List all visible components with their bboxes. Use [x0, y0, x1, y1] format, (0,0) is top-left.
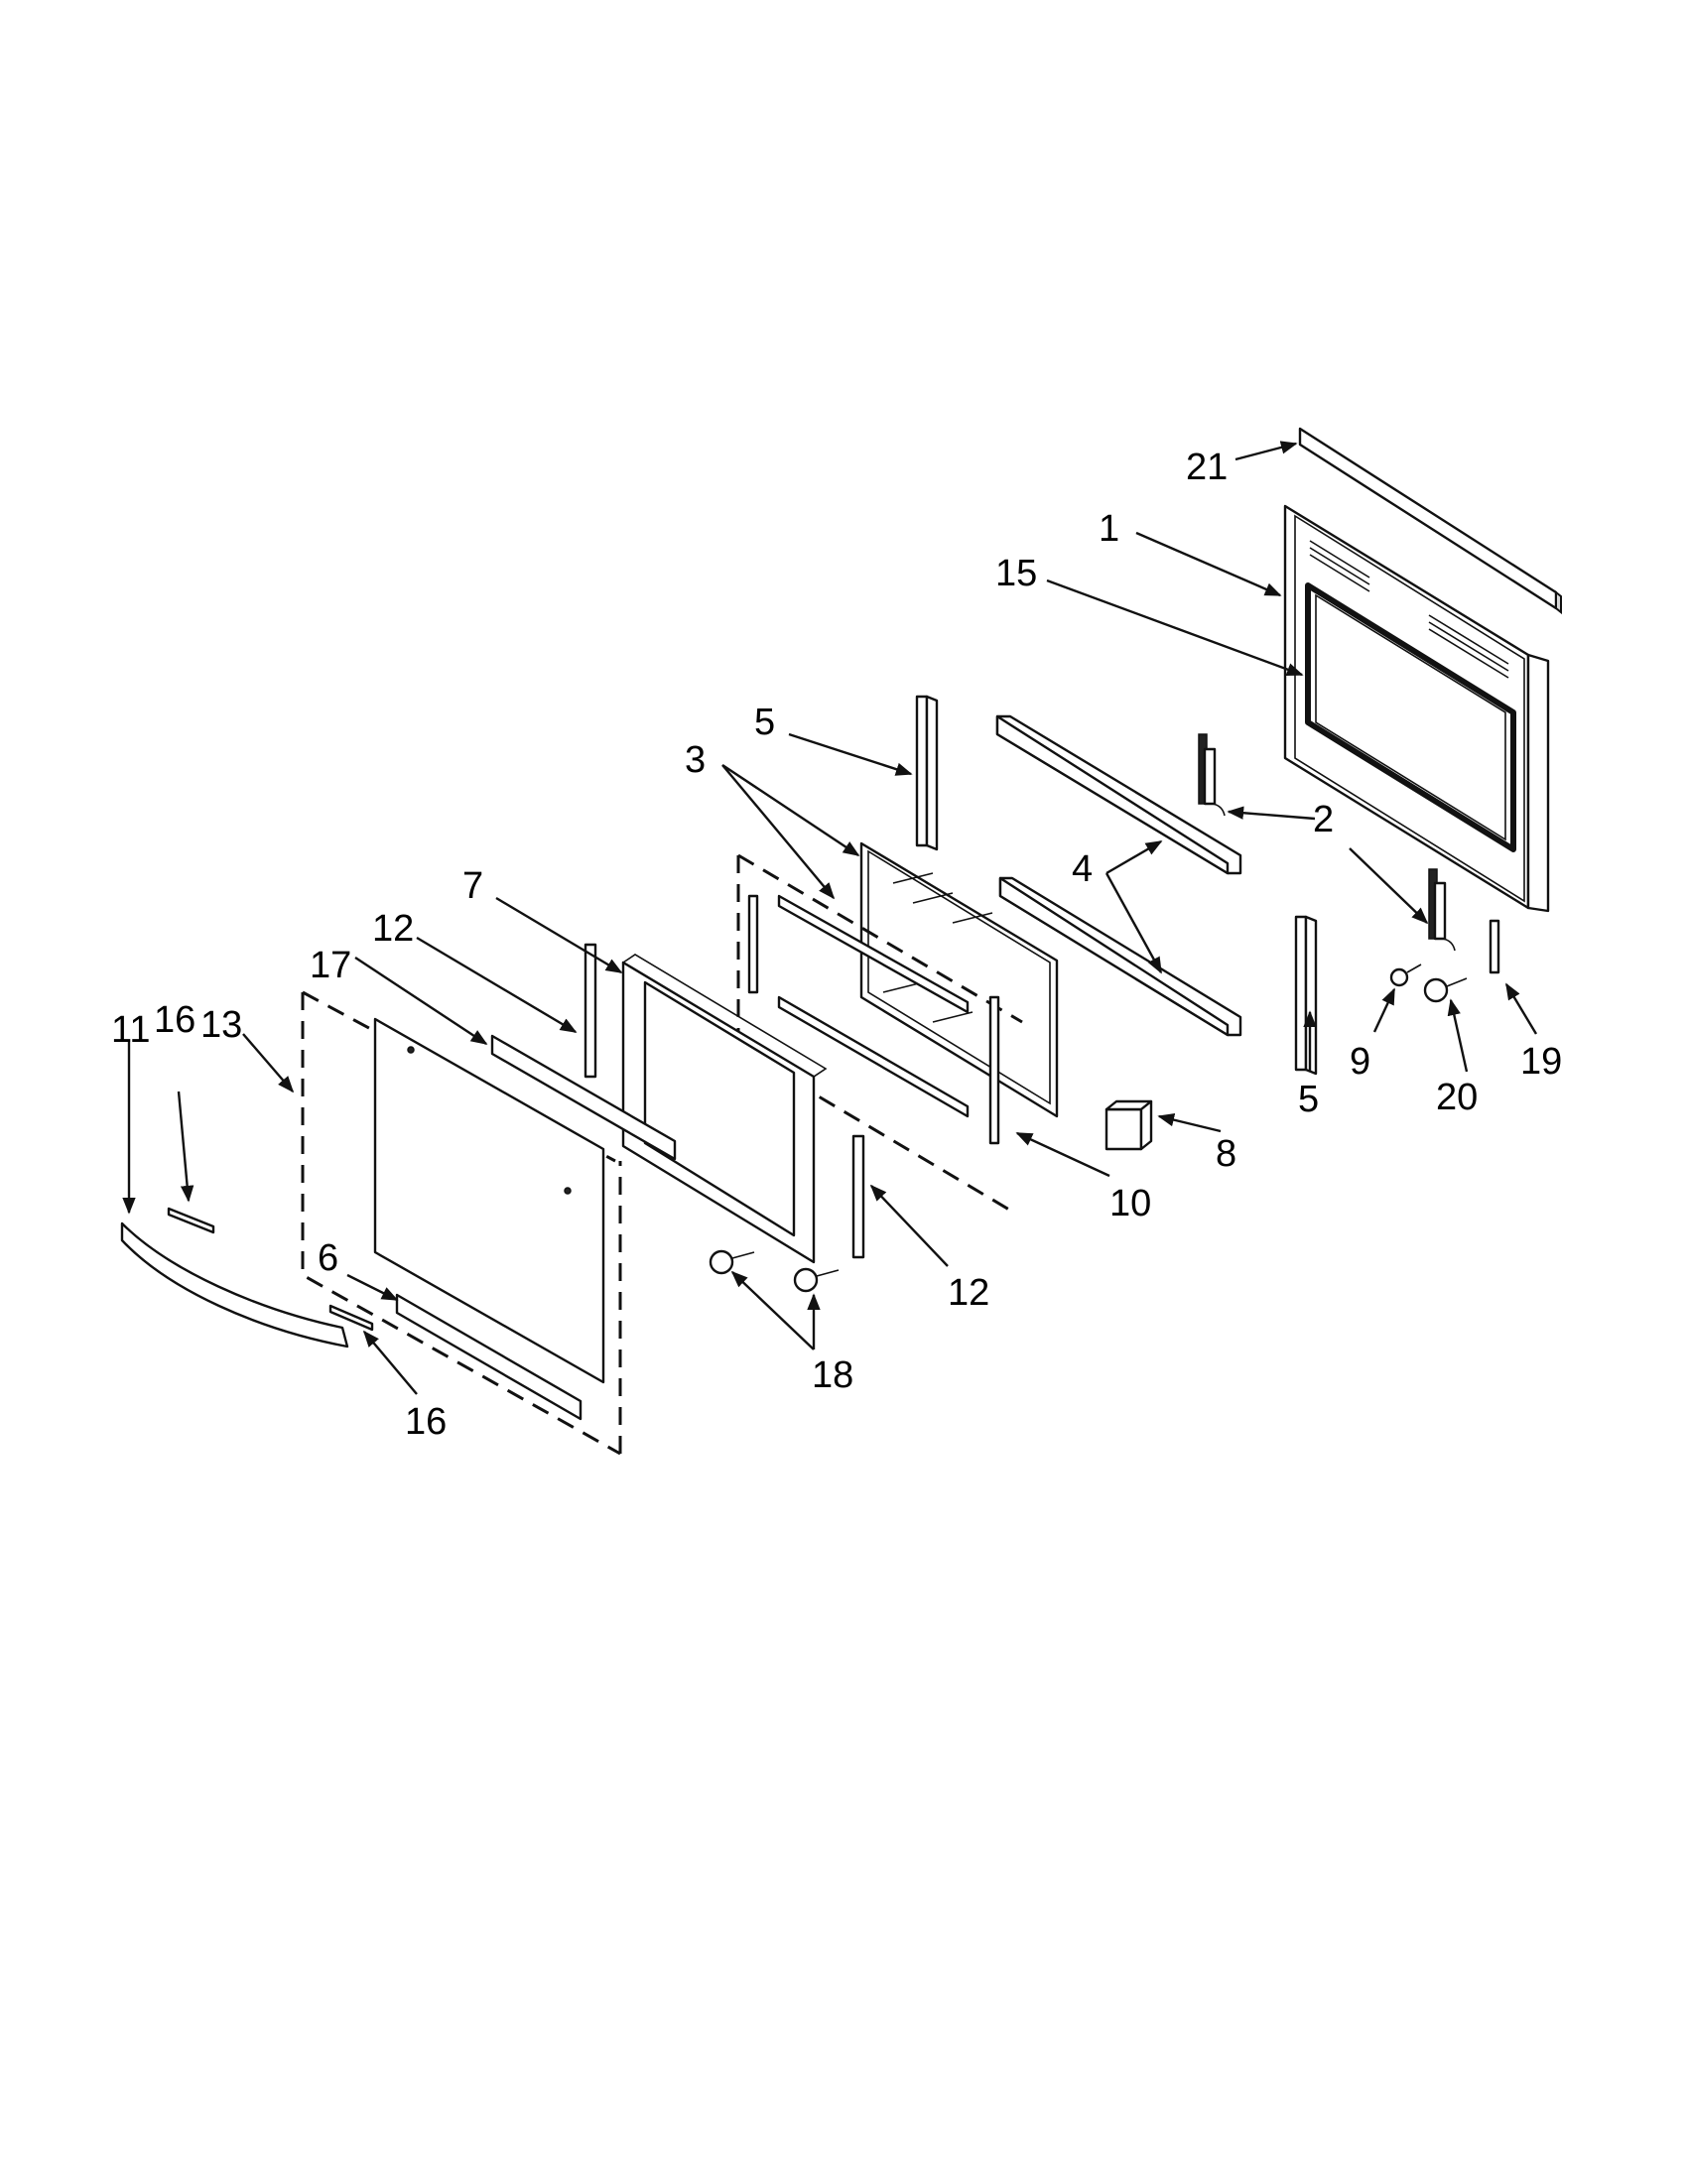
- callout-13: 13: [200, 1004, 242, 1046]
- callout-7: 7: [462, 865, 483, 907]
- part-9-pin: [1389, 964, 1422, 987]
- callout-8: 8: [1216, 1133, 1236, 1175]
- callout-11: 11: [111, 1009, 150, 1051]
- part-3-glass-panel: [859, 841, 1059, 1118]
- part-2-hinge-upper: [1198, 733, 1226, 817]
- callout-16-upper: 16: [154, 999, 195, 1041]
- callout-10: 10: [1109, 1183, 1151, 1224]
- part-12-bracket-right: [851, 1134, 865, 1259]
- part-2-hinge-lower: [1428, 868, 1456, 952]
- callout-18: 18: [812, 1354, 853, 1396]
- part-6-bottom-trim: [395, 1293, 583, 1421]
- part-8-block: [1104, 1099, 1153, 1151]
- vent-slots: [1309, 540, 1509, 679]
- callout-19: 19: [1520, 1041, 1562, 1083]
- callout-16-lower: 16: [405, 1401, 447, 1443]
- callout-20: 20: [1436, 1077, 1478, 1118]
- part-4-channel-lower: [998, 876, 1242, 1037]
- callout-2: 2: [1313, 799, 1334, 840]
- part-7-inner-door-frame: [621, 954, 828, 1264]
- part-5-side-trim-upper: [915, 695, 939, 851]
- callout-17: 17: [310, 945, 351, 986]
- outer-door-glass: [373, 1017, 605, 1384]
- callout-3: 3: [685, 739, 706, 781]
- part-18-screw-right: [793, 1267, 840, 1293]
- callout-4: 4: [1072, 848, 1093, 890]
- callout-12-upper: 12: [372, 908, 414, 950]
- part-5-side-trim-lower: [1294, 915, 1318, 1076]
- part-11-door-handle: [120, 1221, 349, 1349]
- callout-6: 6: [318, 1237, 338, 1279]
- callout-5-upper: 5: [754, 702, 775, 743]
- callout-labels: 21 1 15 5 3 2 7 4 12 17 13 11 16 19 9 5 …: [111, 447, 1562, 1443]
- callout-21: 21: [1186, 447, 1228, 488]
- part-17-top-trim: [490, 1034, 677, 1161]
- part-18-screw-left: [709, 1249, 755, 1275]
- part-20-screw: [1423, 977, 1468, 1003]
- callout-5-lower: 5: [1298, 1079, 1319, 1120]
- callout-9: 9: [1350, 1041, 1370, 1083]
- part-12-bracket-left: [584, 943, 597, 1079]
- callout-15: 15: [995, 553, 1037, 594]
- part-15-window-frame: [1305, 582, 1516, 852]
- leader-lines: [122, 441, 1538, 1395]
- part-16-end-cap-upper: [167, 1207, 215, 1234]
- part-16-end-cap-lower: [328, 1304, 374, 1332]
- part-4-channel-upper: [995, 714, 1242, 875]
- callout-1: 1: [1099, 508, 1119, 550]
- callout-12-lower: 12: [948, 1272, 989, 1314]
- part-21-top-strip: [1298, 427, 1562, 615]
- part-19-bracket: [1489, 919, 1500, 974]
- part-10-glass-pack-dashed: [736, 853, 1023, 1215]
- glass-spacer-rails: [747, 894, 1000, 1145]
